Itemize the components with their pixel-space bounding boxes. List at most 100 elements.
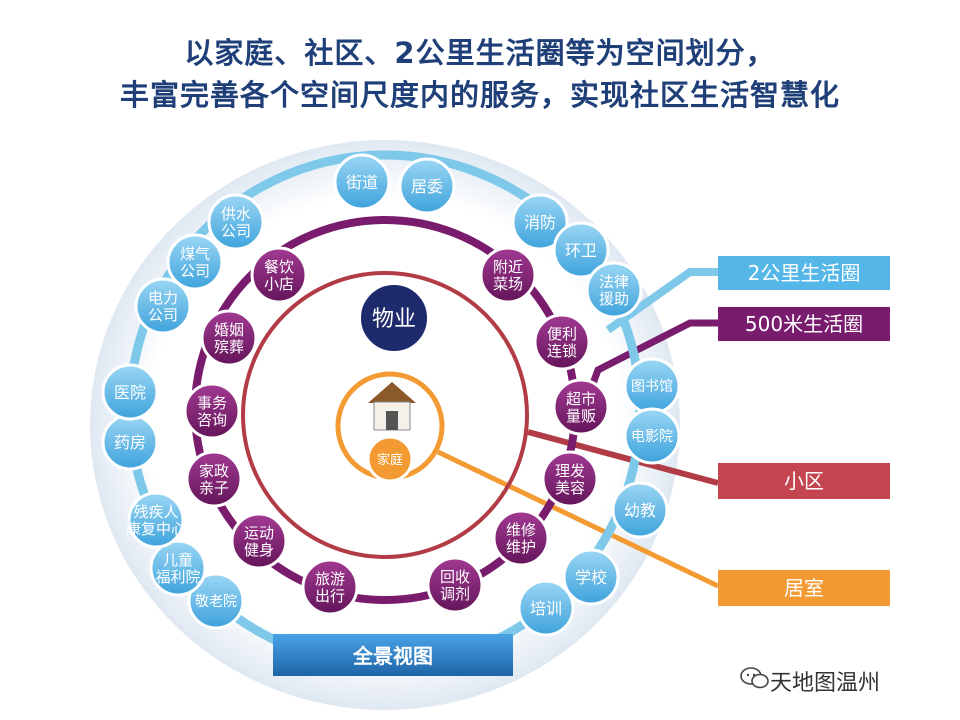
outer-node: 学校 xyxy=(562,548,620,606)
home-node: 家庭 xyxy=(366,435,414,483)
outer-node: 敬老院 xyxy=(187,572,245,630)
connector-2km xyxy=(605,268,718,334)
purple-node-label: 咨询 xyxy=(197,411,227,429)
outer-node-label: 培训 xyxy=(530,599,562,618)
purple-node-label: 旅游 xyxy=(315,570,345,588)
outer-node: 环卫 xyxy=(552,221,610,279)
purple-node-label: 回收 xyxy=(440,568,470,586)
purple-node-label: 运动 xyxy=(244,524,274,542)
outer-node-label: 图书馆 xyxy=(631,379,673,395)
svg-text:500米生活圈: 500米生活圈 xyxy=(745,312,863,336)
outer-node: 幼教 xyxy=(611,481,669,539)
outer-node: 图书馆 xyxy=(623,357,681,415)
outer-node-label: 援助 xyxy=(599,290,629,308)
outer-node: 药房 xyxy=(101,413,159,471)
property-label: 物业 xyxy=(372,307,416,332)
label-2km-circle: 2公里生活圈 xyxy=(718,256,890,290)
purple-node-label: 事务 xyxy=(197,394,227,412)
outer-node-label: 福利院 xyxy=(155,568,200,586)
property-node: 物业 xyxy=(357,281,431,355)
outer-node-label: 街道 xyxy=(346,173,378,192)
label-community: 小区 xyxy=(718,463,890,499)
outer-node-label: 医院 xyxy=(114,383,146,402)
label-500m-circle: 500米生活圈 xyxy=(718,307,890,341)
outer-node-label: 居委 xyxy=(411,177,443,196)
outer-node: 医院 xyxy=(101,363,159,421)
connector-community xyxy=(527,429,719,486)
wechat-icon xyxy=(740,667,769,689)
outer-node-label: 公司 xyxy=(221,222,251,240)
red-ring-community xyxy=(241,271,529,559)
purple-node-label: 量贩 xyxy=(566,407,596,425)
connector-room xyxy=(436,449,720,589)
purple-node-label: 小店 xyxy=(264,275,294,293)
purple-node-label: 殡葬 xyxy=(214,338,244,356)
label-room: 居室 xyxy=(718,570,890,606)
house-icon xyxy=(368,382,416,431)
watermark-text: 天地图温州 xyxy=(770,671,881,696)
outer-node-label: 残疾人 xyxy=(133,503,178,521)
outer-node-label: 供水 xyxy=(221,205,251,223)
purple-node-label: 调剂 xyxy=(440,585,470,603)
outer-node-label: 敬老院 xyxy=(195,594,237,610)
outer-node-label: 药房 xyxy=(114,433,146,452)
outer-node-label: 康复中心 xyxy=(126,520,186,538)
outer-node: 居委 xyxy=(398,157,456,215)
title-line-1: 以家庭、社区、2公里生活圈等为空间划分， xyxy=(184,36,776,70)
purple-node-label: 餐饮 xyxy=(264,258,294,276)
svg-text:2公里生活圈: 2公里生活圈 xyxy=(748,261,861,285)
purple-node-label: 理发 xyxy=(555,462,585,480)
purple-node-label: 便利 xyxy=(547,325,577,343)
purple-node-label: 维护 xyxy=(506,538,536,556)
purple-node-label: 菜场 xyxy=(493,275,523,293)
purple-node-label: 家政 xyxy=(199,462,229,480)
purple-node-label: 附近 xyxy=(493,258,523,276)
panorama-banner: 全景视图 xyxy=(273,634,513,676)
svg-text:居室: 居室 xyxy=(784,576,824,600)
outer-node-label: 煤气 xyxy=(180,245,210,263)
purple-node-label: 连锁 xyxy=(547,342,577,360)
purple-node-label: 维修 xyxy=(506,521,536,539)
outer-node: 街道 xyxy=(333,153,391,211)
outer-node-label: 法律 xyxy=(599,273,629,291)
outer-node-label: 环卫 xyxy=(565,241,597,260)
purple-node-label: 超市 xyxy=(566,390,596,408)
outer-node-label: 消防 xyxy=(524,213,556,232)
purple-node-label: 出行 xyxy=(315,587,345,605)
outer-node-label: 幼教 xyxy=(624,501,656,520)
outer-node-label: 公司 xyxy=(180,262,210,280)
outer-node-label: 儿童 xyxy=(163,551,193,569)
outer-node: 消防 xyxy=(511,193,569,251)
svg-text:小区: 小区 xyxy=(784,469,824,493)
purple-node-label: 美容 xyxy=(555,479,585,497)
outer-node: 电影院 xyxy=(623,407,681,465)
outer-node-label: 公司 xyxy=(148,306,178,324)
svg-text:全景视图: 全景视图 xyxy=(352,644,433,668)
purple-node-label: 健身 xyxy=(244,541,274,559)
outer-node-label: 学校 xyxy=(575,568,607,587)
purple-node-label: 婚姻 xyxy=(214,321,244,339)
outer-node-label: 电影院 xyxy=(631,429,673,445)
outer-node-label: 电力 xyxy=(148,289,178,307)
title-line-2: 丰富完善各个空间尺度内的服务，实现社区生活智慧化 xyxy=(119,78,840,112)
purple-node-label: 亲子 xyxy=(199,479,229,497)
